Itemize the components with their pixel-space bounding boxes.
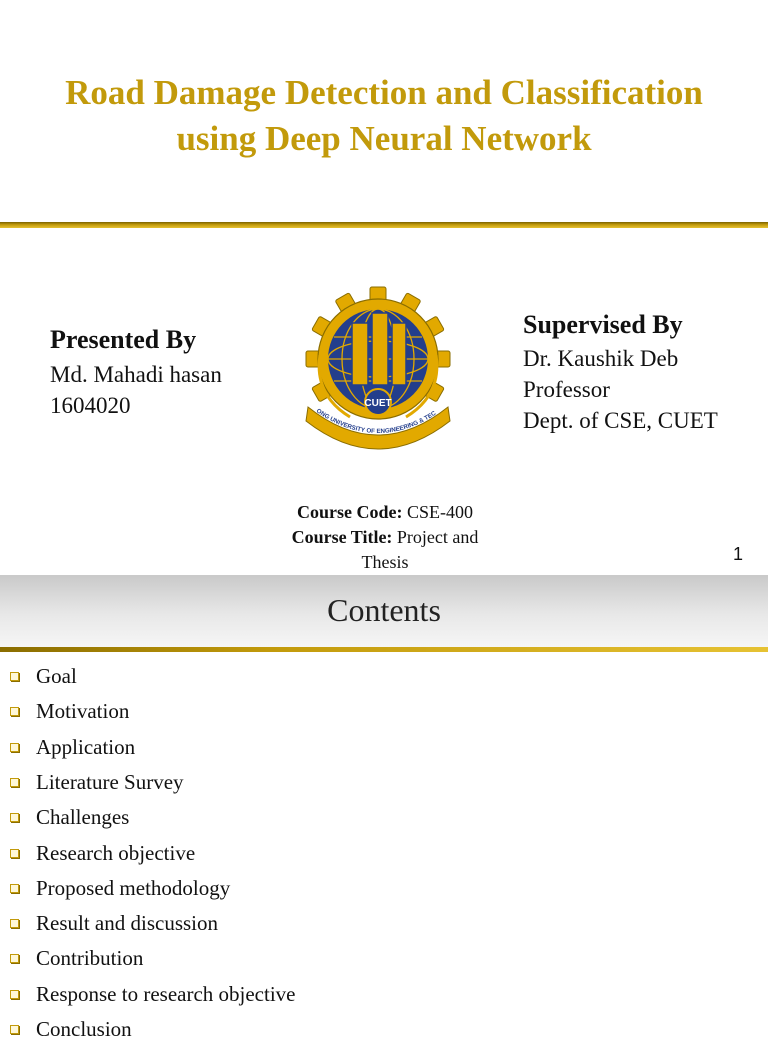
presented-by-heading: Presented By (50, 325, 197, 354)
list-item: Response to research objective (0, 980, 600, 1015)
list-item-label: Contribution (36, 946, 144, 971)
list-item-label: Result and discussion (36, 911, 218, 936)
list-item-label: Goal (36, 664, 77, 688)
bullet-icon (10, 954, 19, 964)
university-logo: CUET CHITTAGONG UNIVERSITY OF ENGINEERIN… (300, 285, 451, 450)
course-title-label: Course Title: (291, 527, 393, 547)
bullet-icon (10, 777, 19, 787)
list-item: Motivation (0, 697, 600, 732)
bullet-icon (10, 883, 19, 893)
bullet-icon (10, 1025, 19, 1034)
slide-title-line1: Road Damage Detection and Classification (65, 73, 703, 112)
bullet-icon (10, 742, 19, 752)
presenter-id: 1604020 (50, 393, 131, 418)
course-info: Course Code: CSE-400 Course Title: Proje… (260, 500, 510, 575)
bullet-icon (10, 672, 19, 681)
page-number: 1 (733, 544, 744, 564)
list-item-label: Proposed methodology (36, 875, 231, 900)
list-item: Proposed methodology (0, 874, 600, 909)
course-code-label: Course Code: (296, 502, 403, 522)
supervisor-name: Dr. Kaushik Deb (523, 346, 679, 371)
bullet-icon (10, 848, 19, 858)
presenter-name: Md. Mahadi hasan (50, 362, 222, 387)
bullet-icon (10, 989, 19, 999)
supervised-by-heading: Supervised By (523, 310, 683, 339)
contents-divider (0, 647, 768, 652)
course-title-value-line2: Thesis (361, 552, 409, 572)
logo-emblem-text: CUET (364, 398, 391, 409)
bullet-icon (10, 707, 19, 717)
supervisor-dept: Dept. of CSE, CUET (523, 408, 718, 433)
list-item-label: Conclusion (36, 1017, 132, 1041)
course-code-value: CSE-400 (406, 502, 473, 522)
bullet-icon (10, 919, 19, 929)
list-item: Conclusion (0, 1015, 600, 1050)
list-item-label: Motivation (36, 699, 130, 724)
list-item: Contribution (0, 944, 600, 979)
contents-header-band (0, 575, 768, 647)
list-item: Challenges (0, 803, 600, 838)
list-item-label: Response to research objective (36, 981, 296, 1006)
contents-title: Contents (327, 592, 441, 628)
list-item: Goal (0, 662, 600, 697)
slide-title: Road Damage Detection and Classification… (20, 70, 748, 162)
bullet-icon (10, 813, 19, 823)
list-item: Literature Survey (0, 768, 600, 803)
title-divider (0, 222, 768, 228)
list-item-label: Application (36, 734, 136, 759)
list-item-label: Challenges (36, 805, 130, 830)
course-title-row: Course Title: Project and (260, 525, 510, 550)
list-item: Research objective (0, 839, 600, 874)
list-item-label: Research objective (36, 840, 196, 865)
list-item-label: Literature Survey (36, 769, 184, 794)
course-title-value-line1: Project and (396, 527, 479, 547)
list-item: Application (0, 733, 600, 768)
course-code-row: Course Code: CSE-400 (260, 500, 510, 525)
list-item: Result and discussion (0, 909, 600, 944)
slide-title-line2: using Deep Neural Network (176, 119, 592, 158)
supervisor-position: Professor (523, 377, 610, 402)
